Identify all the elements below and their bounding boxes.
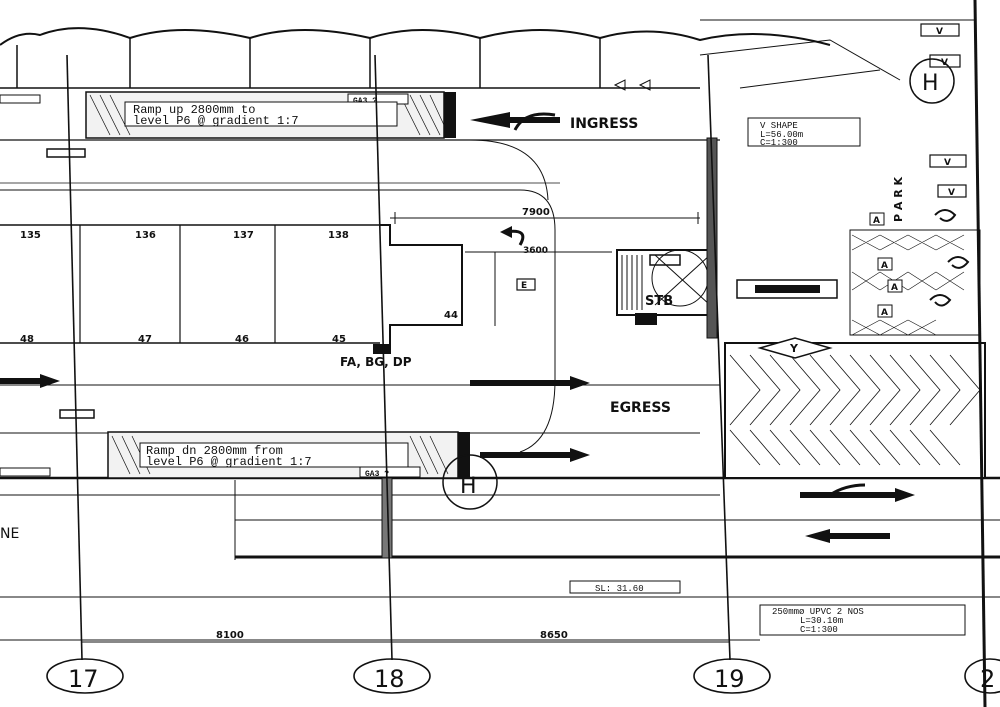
fa-bg-dp-label: FA, BG, DP xyxy=(340,355,412,369)
svg-text:L=30.10m: L=30.10m xyxy=(800,616,843,626)
svg-text:250mmø UPVC 2 NOS: 250mmø UPVC 2 NOS xyxy=(772,607,864,617)
accessible-parking: A A A A P A R K xyxy=(849,176,981,336)
svg-text:E: E xyxy=(521,281,527,291)
ingress-label: INGRESS xyxy=(570,116,638,132)
svg-text:V: V xyxy=(944,158,951,168)
right-arrow-icon xyxy=(800,488,915,502)
svg-text:V SHAPE: V SHAPE xyxy=(760,121,798,131)
grid-label: 17 xyxy=(68,665,99,693)
equipment-tag xyxy=(516,278,536,291)
grid-lines xyxy=(66,0,987,707)
svg-text:A: A xyxy=(881,308,888,318)
dimension-label: 3600 xyxy=(523,246,548,256)
right-arrow-icon xyxy=(480,448,590,462)
left-strips xyxy=(0,94,95,477)
zone-label: NE xyxy=(0,526,19,542)
hydrant-markers: H H xyxy=(442,58,955,510)
ramp-up-label-1: Ramp up 2800mm to xyxy=(133,103,255,117)
bay-number: 136 xyxy=(135,230,156,241)
right-arrow-icon xyxy=(470,376,590,390)
v-tags: V V V V xyxy=(920,23,967,198)
dimension-label: 7900 xyxy=(522,207,550,218)
ramp-down-label-2: level P6 @ gradient 1:7 xyxy=(146,455,312,469)
svg-text:V: V xyxy=(936,27,943,37)
hydrant-marker xyxy=(909,58,955,104)
svg-text:A: A xyxy=(891,283,898,293)
column-walls xyxy=(381,137,838,559)
bottom-annotations: NE SL: 31.60 250mmø UPVC 2 NOS L=30.10m … xyxy=(0,526,966,643)
bay-number: 135 xyxy=(20,230,41,241)
svg-text:V: V xyxy=(948,188,955,198)
park-label: P A R K xyxy=(892,176,905,222)
stair-core: STB xyxy=(616,249,713,325)
hatched-zone: Y xyxy=(724,337,986,479)
svg-text:H: H xyxy=(922,71,939,96)
bay-number: 48 xyxy=(20,334,34,345)
y-marker: Y xyxy=(789,342,799,355)
svg-text:C=1:300: C=1:300 xyxy=(760,138,798,148)
scalloped-edge xyxy=(0,27,831,89)
wheelchair-icon xyxy=(929,209,970,307)
drain-annotation: V SHAPE L=56.00m C=1:300 xyxy=(613,19,975,148)
ramp-up-label-2: level P6 @ gradient 1:7 xyxy=(133,114,299,128)
dimension-label: 44 xyxy=(444,310,458,321)
ramp-down: GA3 ? Ramp dn 2800mm from level P6 @ gra… xyxy=(107,431,470,479)
stair-label: STB xyxy=(645,294,673,309)
bay-number: 137 xyxy=(233,230,254,241)
svg-text:C=1:300: C=1:300 xyxy=(800,625,838,635)
svg-text:L=56.00m: L=56.00m xyxy=(760,130,803,140)
core-outline: 7900 3600 44 E FA, BG, DP xyxy=(340,207,700,369)
right-arrow-icon xyxy=(0,374,60,388)
svg-text:GA3 ?: GA3 ? xyxy=(365,470,389,479)
bay-number: 138 xyxy=(328,230,349,241)
grid-label: 2 xyxy=(980,665,995,693)
grid-label: 18 xyxy=(374,665,405,693)
ingress-arrow-icon xyxy=(470,112,560,128)
fa-bg-dp-box xyxy=(373,344,391,354)
parking-bays: 135 136 137 138 48 47 46 45 xyxy=(20,225,349,345)
svg-text:H: H xyxy=(460,474,477,499)
hydrant-marker xyxy=(442,454,498,510)
grid-bubbles: 17 18 19 2 xyxy=(46,658,1000,694)
ramp-up: GA3 ? Ramp up 2800mm to level P6 @ gradi… xyxy=(85,91,456,139)
left-arrow-icon xyxy=(805,529,890,543)
bay-number: 45 xyxy=(332,334,346,345)
curved-arrow-icon xyxy=(829,483,866,497)
egress-label: EGRESS xyxy=(610,400,671,416)
sill-label: SL: 31.60 xyxy=(595,584,644,594)
grid-label: 19 xyxy=(714,665,745,693)
bay-number: 46 xyxy=(235,334,249,345)
bay-number: 47 xyxy=(138,334,152,345)
dimension-label: 8100 xyxy=(216,630,244,641)
ramp-down-label-1: Ramp dn 2800mm from xyxy=(146,444,283,458)
svg-text:A: A xyxy=(881,261,888,271)
dimension-label: 8650 xyxy=(540,630,568,641)
svg-text:A: A xyxy=(873,216,880,226)
